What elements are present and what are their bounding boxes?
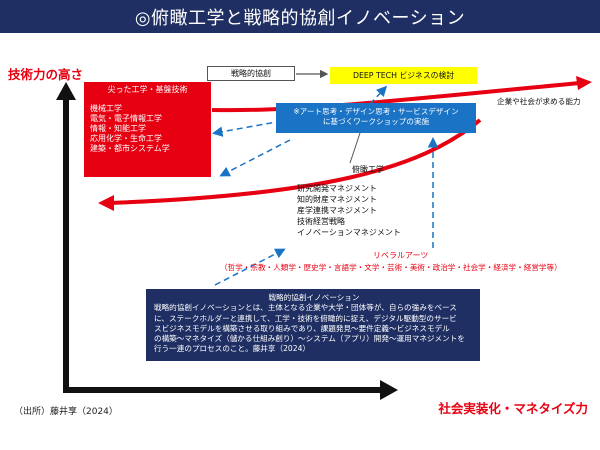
demand-curve-upper [211, 81, 581, 113]
strategic-co-creation-label: 戦略的協創 [207, 66, 295, 81]
liberal-arts-detail: （哲学・宗教・人類学・歴史学・言語学・文学・芸術・美術・政治学・社会学・経済学・… [220, 263, 562, 272]
engineering-item: 応用化学・生命工学 [90, 134, 162, 143]
y-axis-label: 技術力の高さ [8, 67, 84, 82]
definition-heading: 戦略的協創イノベーション [268, 293, 360, 302]
definition-line: の構築～マネタイズ（儲かる仕組み創り）～システム（アプリ）開発～運用マネジメント… [154, 334, 465, 344]
management-skills-list: 研究開発マネジメント 知的財産マネジメント 産学連携マネジメント 技術経営戦略 … [297, 183, 401, 238]
fukan-connector [349, 132, 361, 164]
dashed-arrow-to-red [212, 120, 283, 137]
skill-item: 技術経営戦略 [297, 217, 345, 226]
fukan-engineering-label: 俯瞰工学 [352, 165, 384, 174]
skill-item: 産学連携マネジメント [297, 206, 377, 215]
engineering-box-heading: 尖った工学・基盤技術 [107, 85, 188, 94]
page-title: ◎俯瞰工学と戦略的協創イノベーション [0, 0, 600, 33]
dashed-arrow-from-skills [219, 139, 291, 177]
skill-item: イノベーションマネジメント [297, 228, 401, 237]
skill-item: 研究開発マネジメント [297, 184, 377, 193]
liberal-arts-title: リベラルアーツ [373, 251, 429, 260]
engineering-box: 尖った工学・基盤技術 機械工学 電気・電子情報工学 情報・知能工学 応用化学・生… [84, 82, 211, 177]
definition-box: 戦略的協創イノベーション 戦略的協創イノベーションとは、主体となる企業や大学・団… [146, 289, 480, 361]
workshop-box: ※アート思考・デザイン思考・サービスデザイン に基づくワークショップの実施 [276, 103, 476, 133]
engineering-item: 情報・知能工学 [90, 124, 146, 133]
demand-curve-lower-arrowhead [98, 195, 114, 211]
definition-line: 行う一連のプロセスのこと。藤井享（2024） [154, 344, 311, 354]
skill-item: 知的財産マネジメント [297, 195, 377, 204]
definition-line: 戦略的協創イノベーションとは、主体となる企業や大学・団体等が、自らの強みをベース [154, 303, 457, 313]
y-axis-arrowhead [56, 82, 76, 100]
engineering-item: 電気・電子情報工学 [90, 114, 162, 123]
demand-label: 企業や社会が求める能力 [497, 97, 581, 106]
workshop-line: ※アート思考・デザイン思考・サービスデザイン [293, 107, 459, 116]
deep-tech-box: DEEP TECH ビジネスの検討 [330, 67, 477, 84]
x-axis-arrowhead [380, 380, 398, 400]
x-axis-label: 社会実装化・マネタイズ力 [438, 401, 588, 416]
demand-curve-upper-arrowhead [576, 76, 592, 90]
engineering-item: 建築・都市システム学 [90, 144, 170, 153]
dashed-arrow-to-yellow [369, 85, 388, 105]
demand-curve-lower [109, 118, 482, 205]
dashed-arrow-from-definition [214, 248, 286, 286]
source-note: （出所）藤井享（2024） [14, 407, 118, 417]
definition-line: に、ステークホルダーと連携して、工学・技術を俯瞰的に捉え、デジタル駆動型のサービ [154, 313, 457, 323]
engineering-item: 機械工学 [90, 104, 122, 113]
workshop-line: に基づくワークショップの実施 [322, 117, 430, 126]
definition-line: スビジネスモデルを構築させる取り組みであり、課題発見～要件定義～ビジネスモデル [154, 323, 450, 333]
